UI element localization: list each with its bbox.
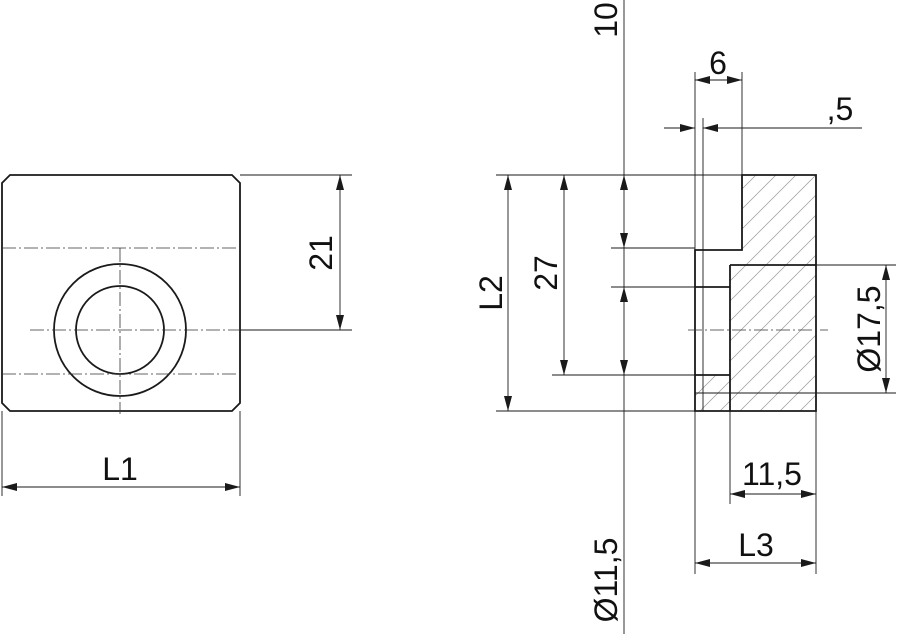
dimension-label-L1: L1 — [102, 451, 138, 487]
dimension-label-bore-17-5: Ø17,5 — [851, 285, 887, 372]
dimension-label-L3: L3 — [738, 527, 774, 563]
side-view: 10 L2 27 6 — [473, 0, 896, 634]
dimension-L1: L1 — [1, 411, 241, 496]
dimension-label-27: 27 — [528, 255, 564, 291]
dimension-label-0-5: ,5 — [827, 91, 854, 127]
dimension-27: 27 — [528, 175, 568, 375]
dimension-21: 21 — [240, 174, 352, 331]
front-view: 21 L1 — [1, 174, 352, 496]
dimension-label-10: 10 — [588, 2, 624, 38]
dimension-L2: L2 — [473, 175, 512, 411]
dimension-label-6: 6 — [709, 45, 727, 81]
dimension-10: 10 — [588, 2, 628, 375]
dimension-label-11-5: 11,5 — [742, 456, 802, 492]
dimension-label-thread-11-5: Ø11,5 — [588, 538, 624, 623]
dimension-6: 6 — [694, 45, 743, 250]
dimension-0-5: ,5 — [664, 91, 862, 250]
dimension-label-L2: L2 — [473, 275, 509, 311]
dimension-11-5: 11,5 — [729, 411, 817, 574]
dimension-bore-17-5: Ø17,5 — [816, 264, 896, 394]
dimension-L3: L3 — [694, 411, 816, 574]
front-outline — [1, 174, 241, 412]
dimension-label-21: 21 — [303, 235, 339, 271]
